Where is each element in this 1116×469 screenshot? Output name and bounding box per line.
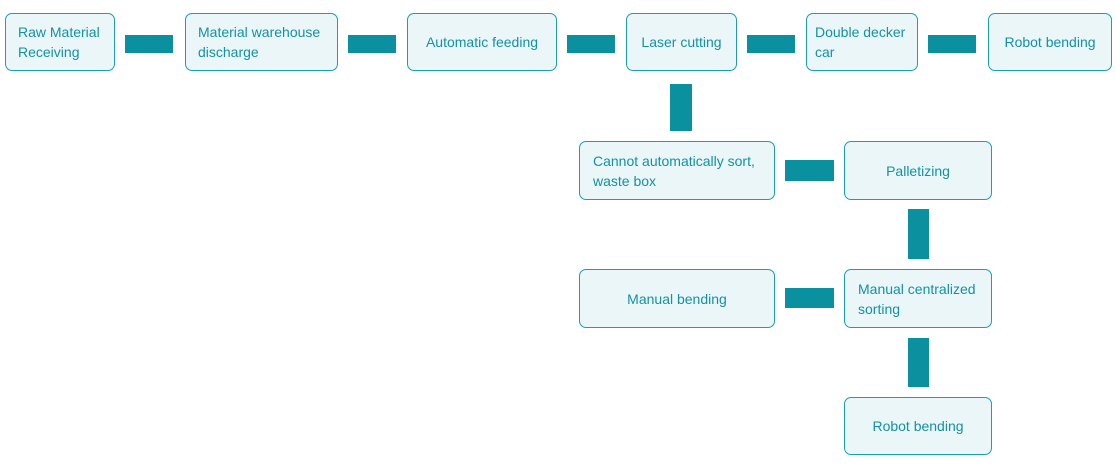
connector-sorting-down-to-robot	[908, 338, 929, 387]
node-double-decker-car: Double decker car	[806, 13, 918, 71]
connector-manual-bending-to-sorting	[785, 288, 834, 308]
node-label: Double decker car	[815, 24, 906, 60]
connector-laser-to-decker	[747, 35, 795, 53]
node-label: Laser cutting	[641, 34, 722, 50]
node-robot-bending-bottom: Robot bending	[844, 397, 992, 455]
connector-feeding-to-laser	[567, 35, 615, 53]
node-laser-cutting: Laser cutting	[626, 13, 737, 71]
node-palletizing: Palletizing	[844, 141, 992, 200]
node-label: Automatic feeding	[425, 34, 539, 50]
node-label: Robot bending	[872, 418, 964, 434]
node-label: Material warehouse discharge	[198, 24, 321, 60]
connector-discharge-to-feeding	[348, 35, 396, 53]
connector-laser-down-to-waste	[670, 84, 692, 131]
node-manual-bending: Manual bending	[579, 269, 775, 328]
node-label: Manual bending	[627, 290, 727, 307]
connector-receiving-to-discharge	[125, 35, 173, 53]
node-label: Raw Material Receiving	[18, 24, 100, 60]
connector-decker-to-robot	[928, 35, 976, 53]
node-robot-bending-top: Robot bending	[988, 13, 1112, 71]
connector-palletizing-down-to-sorting	[908, 209, 929, 259]
node-raw-material-receiving: Raw Material Receiving	[5, 13, 115, 71]
node-label: Robot bending	[1004, 34, 1096, 50]
node-label: Cannot automatically sort, waste box	[593, 152, 755, 189]
node-label: Palletizing	[886, 162, 950, 179]
node-manual-centralized-sorting: Manual centralized sorting	[844, 269, 992, 328]
node-automatic-feeding: Automatic feeding	[407, 13, 557, 71]
connector-waste-to-palletizing	[785, 160, 834, 181]
node-material-warehouse-discharge: Material warehouse discharge	[185, 13, 338, 71]
node-cannot-sort-waste-box: Cannot automatically sort, waste box	[579, 141, 775, 200]
node-label: Manual centralized sorting	[858, 280, 976, 317]
